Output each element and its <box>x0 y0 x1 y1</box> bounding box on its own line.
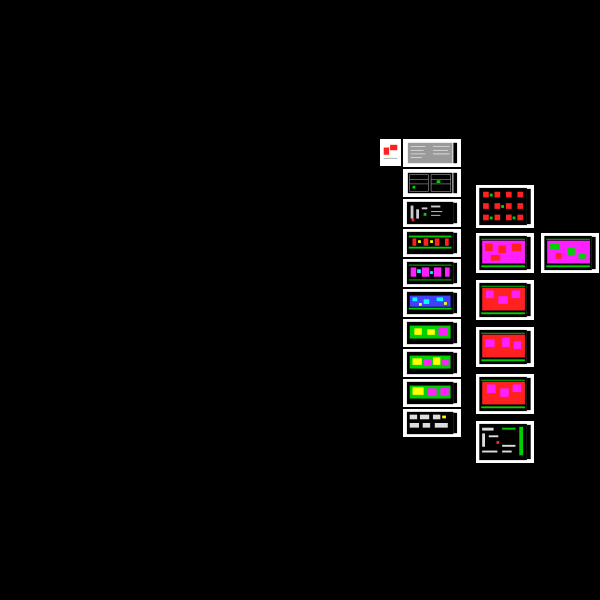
sheet-beam-plan-3[interactable] <box>476 327 534 367</box>
sheet-beam-plan-2[interactable] <box>476 280 534 320</box>
detail-graphic <box>406 201 458 225</box>
sheet-plan-4[interactable] <box>403 319 461 347</box>
structural-plan-graphic <box>479 376 531 412</box>
structural-plan-graphic <box>479 235 531 271</box>
sheet-notes-2[interactable] <box>403 169 461 197</box>
sheet-plan-5[interactable] <box>403 349 461 377</box>
floor-plan-graphic <box>406 261 458 285</box>
detail-graphic <box>406 411 458 435</box>
floor-plan-graphic <box>406 231 458 255</box>
floor-plan-graphic <box>406 351 458 375</box>
drawing-set-title <box>481 155 529 165</box>
notes-text-graphic <box>407 142 458 164</box>
structural-plan-graphic <box>479 282 531 318</box>
floor-plan-graphic <box>406 381 458 405</box>
sheet-plan-3[interactable] <box>403 289 461 317</box>
sheet-beam-plan-1[interactable] <box>541 233 599 273</box>
sheet-detail-1[interactable] <box>403 199 461 227</box>
sheet-section-detail[interactable] <box>476 421 534 463</box>
sheet-plan-2[interactable] <box>403 259 461 287</box>
sheet-beam-plan-4[interactable] <box>476 374 534 414</box>
floor-plan-graphic <box>406 321 458 345</box>
sheet-plan-1[interactable] <box>403 229 461 257</box>
structural-plan-graphic <box>544 235 596 271</box>
structural-plan-graphic <box>479 329 531 365</box>
sheet-detail-2[interactable] <box>476 185 534 228</box>
section-detail-graphic <box>479 423 531 461</box>
cover-graphic <box>383 144 398 159</box>
sheet-column-plan[interactable] <box>476 233 534 273</box>
sheet-notes-1[interactable] <box>403 139 461 167</box>
sheet-plan-6[interactable] <box>403 379 461 407</box>
detail-grid-graphic <box>479 187 531 226</box>
notes-table-graphic <box>407 172 458 194</box>
floor-plan-graphic <box>406 291 458 315</box>
sheet-cover[interactable] <box>380 139 401 166</box>
sheet-plan-7[interactable] <box>403 409 461 437</box>
